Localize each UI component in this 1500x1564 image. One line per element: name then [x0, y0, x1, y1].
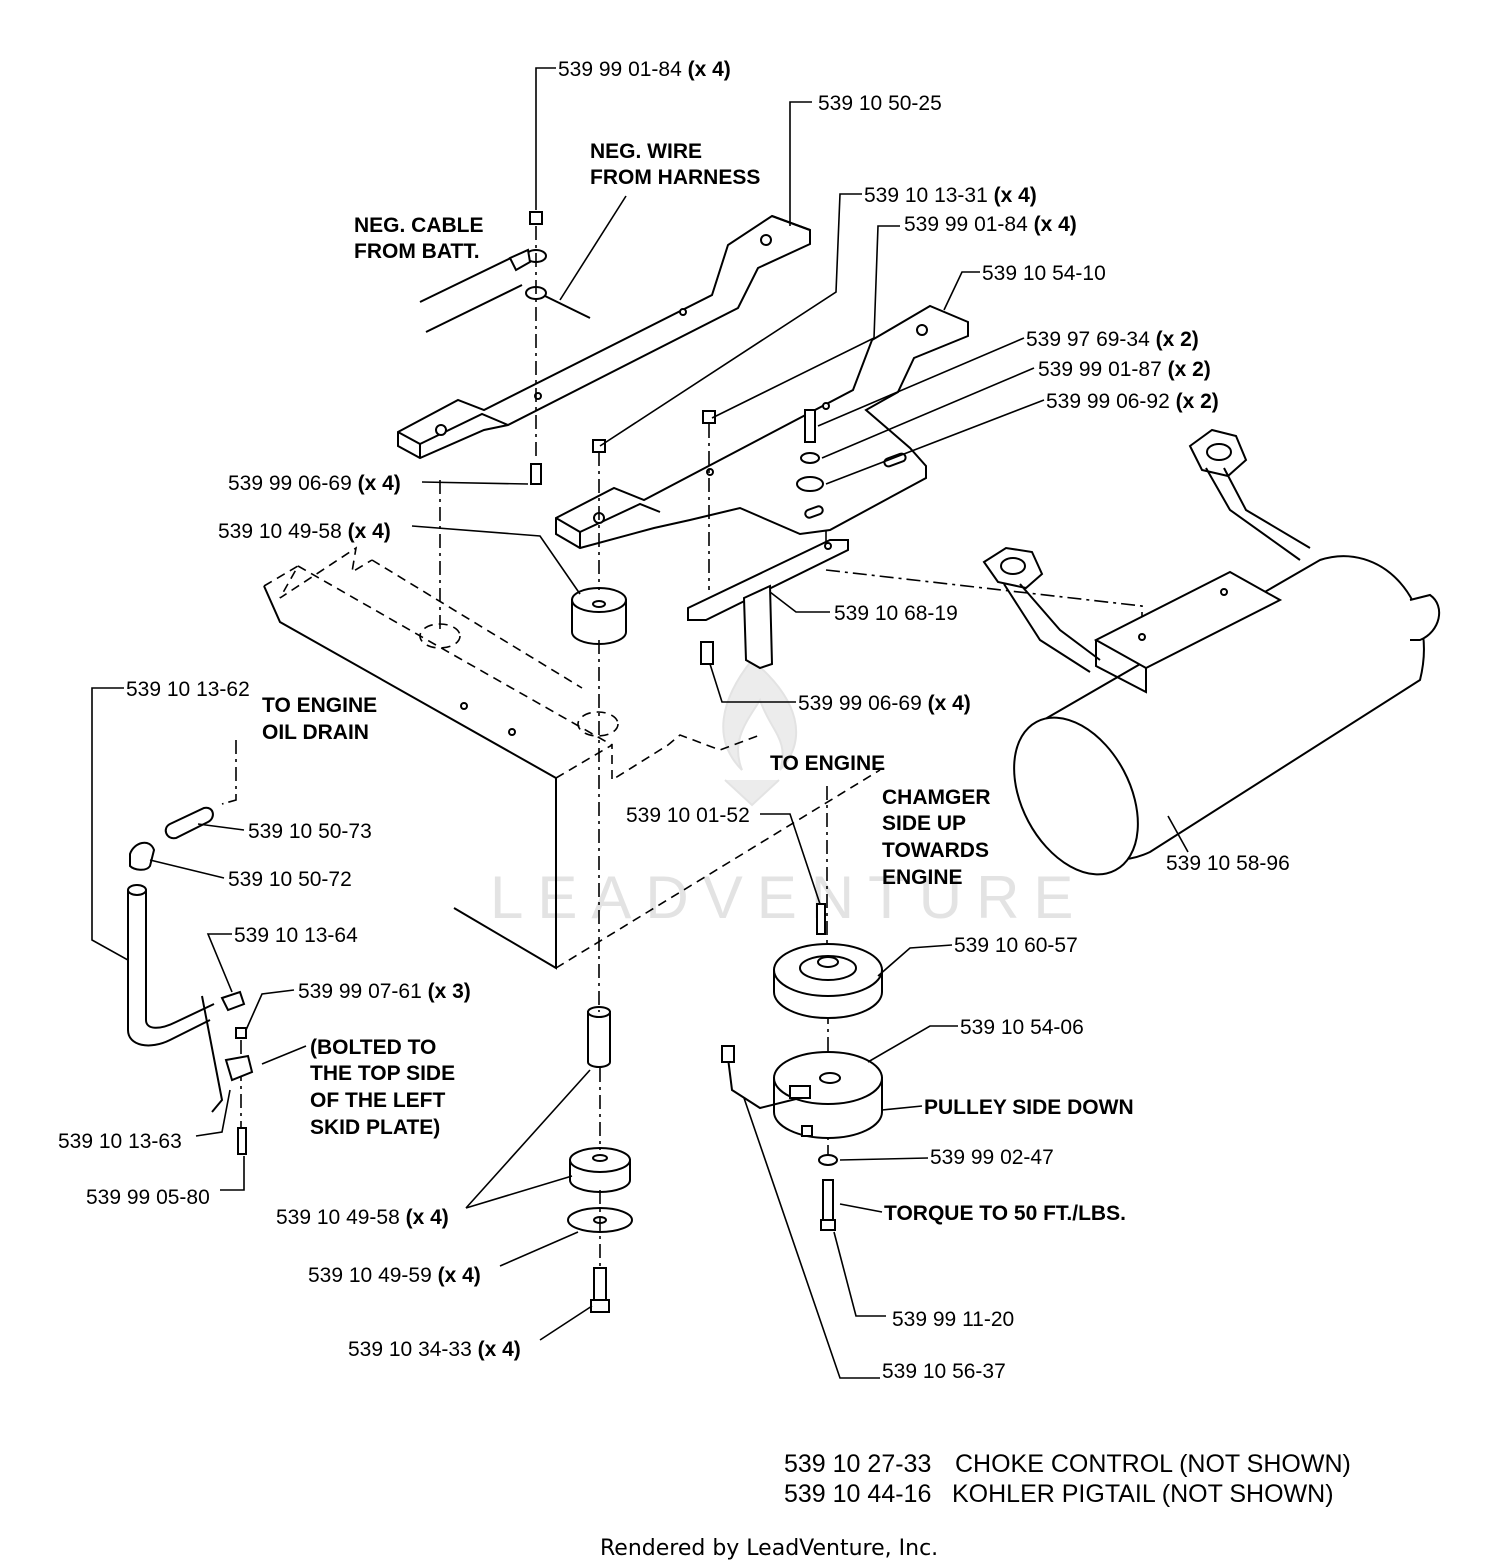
note-neg-wire-1: NEG. WIRE — [590, 140, 702, 163]
not-shown-part-2: 539 10 44-16 — [784, 1480, 931, 1508]
leader-lines — [91, 67, 1189, 1379]
callout-c17: 539 99 07-61 (x 3) — [298, 980, 471, 1003]
rubber-mount-lower — [569, 1147, 631, 1193]
note-oil-drain-2: OIL DRAIN — [262, 721, 369, 744]
callout-c25: 539 10 49-58 (x 4) — [276, 1206, 449, 1229]
callout-c2: 539 10 50-25 — [818, 92, 942, 115]
callout-c22: 539 10 60-57 — [954, 934, 1078, 957]
callout-c29: 539 10 56-37 — [882, 1360, 1006, 1383]
note-pulley-side: PULLEY SIDE DOWN — [924, 1096, 1134, 1119]
callout-c1: 539 99 01-84 (x 4) — [558, 58, 731, 81]
note-bolted-1: (BOLTED TO — [310, 1036, 436, 1059]
callout-c26: 539 10 49-59 (x 4) — [308, 1264, 481, 1287]
callout-labels: 539 99 01-84 (x 4) 539 10 50-25 539 10 1… — [58, 58, 1290, 1383]
callout-c20: 539 10 01-52 — [626, 804, 750, 827]
callout-c23: 539 10 54-06 — [960, 1016, 1084, 1039]
callout-c10: 539 10 49-58 (x 4) — [218, 520, 391, 543]
callout-c24: 539 99 02-47 — [930, 1146, 1054, 1169]
note-to-engine: TO ENGINE — [770, 752, 885, 775]
callout-c8: 539 99 06-92 (x 2) — [1046, 390, 1219, 413]
callout-c19: 539 99 05-80 — [86, 1186, 210, 1209]
callout-c7: 539 99 01-87 (x 2) — [1038, 358, 1211, 381]
callout-c14: 539 10 50-73 — [248, 820, 372, 843]
not-shown-desc-1: CHOKE CONTROL (NOT SHOWN) — [955, 1450, 1351, 1478]
callout-c21: 539 10 58-96 — [1166, 852, 1290, 875]
spacer-tube — [587, 1006, 611, 1068]
notes: NEG. WIRE FROM HARNESS NEG. CABLE FROM B… — [262, 140, 1134, 1225]
watermark: LEADVENTURE — [490, 658, 1087, 931]
pulley — [773, 943, 883, 1019]
callout-c5: 539 10 54-10 — [982, 262, 1106, 285]
support-bracket-left — [397, 214, 811, 460]
note-neg-cable-2: FROM BATT. — [354, 240, 480, 263]
note-chamger-3: TOWARDS — [882, 839, 989, 862]
rubber-mount-upper — [571, 587, 627, 645]
callout-c16: 539 10 13-64 — [234, 924, 358, 947]
note-bolted-3: OF THE LEFT — [310, 1089, 445, 1112]
note-chamger-4: ENGINE — [882, 866, 963, 889]
callout-c28: 539 99 11-20 — [892, 1308, 1014, 1331]
watermark-text: LEADVENTURE — [490, 864, 1087, 931]
note-bolted-4: SKID PLATE) — [310, 1116, 440, 1139]
note-chamger-2: SIDE UP — [882, 812, 966, 835]
muffler — [982, 428, 1440, 876]
note-chamger-1: CHAMGER — [882, 786, 991, 809]
footer-credit: Rendered by LeadVenture, Inc. — [600, 1536, 938, 1561]
skid-plate — [263, 546, 881, 970]
flame-logo — [722, 658, 798, 807]
bolt-lower — [590, 1267, 610, 1313]
callout-c12: 539 99 06-69 (x 4) — [798, 692, 971, 715]
small-bracket — [687, 539, 849, 670]
oil-drain-hose — [127, 806, 254, 1113]
note-neg-cable-1: NEG. CABLE — [354, 214, 484, 237]
callout-c9: 539 99 06-69 (x 4) — [228, 472, 401, 495]
pto-clutch — [721, 1045, 883, 1139]
callout-c6: 539 97 69-34 (x 2) — [1026, 328, 1199, 351]
callout-c15: 539 10 50-72 — [228, 868, 352, 891]
not-shown-list: 539 10 27-33 CHOKE CONTROL (NOT SHOWN) 5… — [784, 1450, 1351, 1508]
callout-c27: 539 10 34-33 (x 4) — [348, 1338, 521, 1361]
callout-c11: 539 10 68-19 — [834, 602, 958, 625]
note-oil-drain-1: TO ENGINE — [262, 694, 377, 717]
negative-cable — [419, 248, 591, 333]
not-shown-desc-2: KOHLER PIGTAIL (NOT SHOWN) — [952, 1480, 1334, 1508]
note-torque: TORQUE TO 50 FT./LBS. — [884, 1202, 1126, 1225]
not-shown-part-1: 539 10 27-33 — [784, 1450, 931, 1478]
fasteners — [235, 211, 824, 1155]
clutch-bolt — [818, 1154, 838, 1231]
note-neg-wire-2: FROM HARNESS — [590, 166, 760, 189]
callout-c13: 539 10 13-62 — [126, 678, 250, 701]
note-bolted-2: THE TOP SIDE — [310, 1062, 455, 1085]
pulley-key — [816, 903, 826, 935]
callout-c18: 539 10 13-63 — [58, 1130, 182, 1153]
callout-c3: 539 10 13-31 (x 4) — [864, 184, 1037, 207]
callout-c4: 539 99 01-84 (x 4) — [904, 213, 1077, 236]
